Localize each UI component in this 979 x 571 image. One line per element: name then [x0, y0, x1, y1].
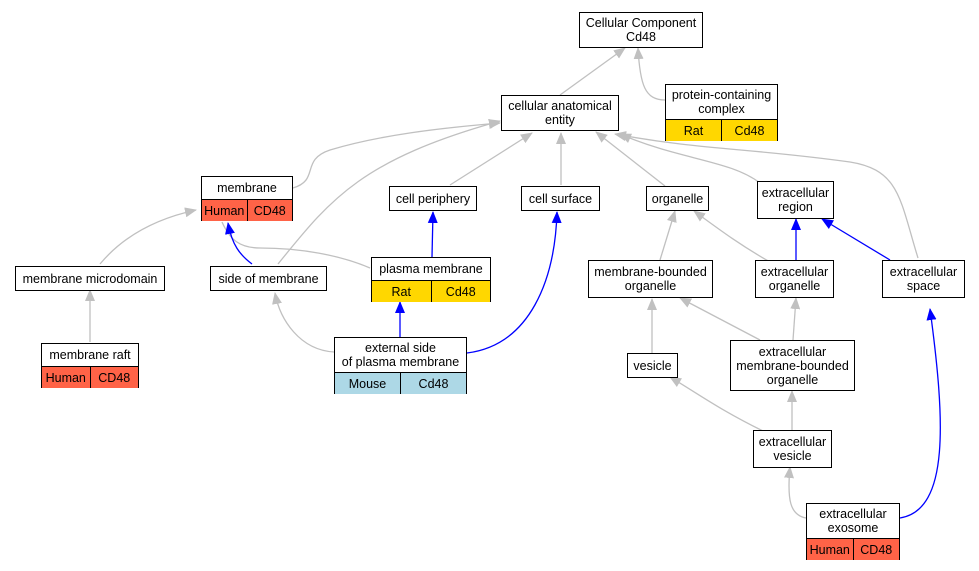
node-label: membrane microdomain [22, 271, 158, 286]
edge-ecmbo-to-mbo [679, 297, 761, 341]
node-label: external side of plasma membrane [341, 341, 460, 369]
node-label: extracellular region [761, 186, 830, 214]
gene-label: Cd48 [721, 120, 777, 141]
node-cell-periphery[interactable]: cell periphery [389, 186, 477, 211]
node-extracellular-membrane-bounded-organelle[interactable]: extracellular membrane-bounded organelle [730, 340, 855, 391]
node-label: plasma membrane [379, 262, 483, 276]
node-extracellular-region[interactable]: extracellular region [757, 181, 834, 219]
node-external-side-plasma-membrane[interactable]: external side of plasma membrane Mouse C… [334, 337, 467, 394]
node-extracellular-exosome[interactable]: extracellular exosome Human CD48 [806, 503, 900, 560]
node-vesicle[interactable]: vesicle [627, 353, 678, 378]
node-label: cell periphery [395, 191, 471, 206]
edge-pcc-to-cc [633, 47, 666, 101]
species-label: Rat [391, 284, 411, 299]
node-label: extracellular organelle [760, 265, 829, 293]
edge-membrane-to-cae [292, 118, 501, 189]
node-label: vesicle [633, 358, 672, 373]
node-label: extracellular membrane-bounded organelle [736, 344, 849, 387]
node-organelle[interactable]: organelle [646, 186, 709, 211]
node-label: Cellular Component Cd48 [585, 16, 697, 44]
edge-ecregion-to-cae [619, 133, 761, 184]
species-label: Human [809, 542, 850, 557]
species-label: Mouse [348, 376, 387, 391]
gene-label: Cd48 [430, 281, 491, 302]
edge-ecvesicle-to-vesicle [669, 376, 766, 433]
edge-exosome-to-ecspace [899, 308, 941, 519]
edge-ecspace-to-ecregion [821, 218, 891, 261]
edge-plasma-to-cellperiphery [427, 211, 438, 258]
edge-exosome-to-ecvesicle [784, 466, 807, 519]
node-membrane-microdomain[interactable]: membrane microdomain [15, 266, 165, 291]
node-label: extracellular vesicle [758, 435, 827, 463]
edge-external-to-side [272, 292, 335, 353]
edge-ecorg-to-organelle [693, 210, 771, 263]
node-protein-containing-complex[interactable]: protein-containing complex Rat Cd48 [665, 84, 778, 141]
node-cell-surface[interactable]: cell surface [521, 186, 600, 211]
node-label: extracellular exosome [819, 507, 887, 535]
node-extracellular-organelle[interactable]: extracellular organelle [755, 260, 834, 298]
edge-mbo-to-organelle [659, 210, 677, 261]
edge-ecmbo-to-ecorg [790, 297, 801, 341]
node-membrane-bounded-organelle[interactable]: membrane-bounded organelle [588, 260, 713, 298]
edge-cae-to-cc [559, 47, 626, 96]
node-label: membrane [217, 181, 277, 195]
species-label: Human [204, 203, 245, 218]
edge-microdomain-to-membrane [99, 207, 197, 265]
node-extracellular-vesicle[interactable]: extracellular vesicle [753, 430, 832, 468]
node-label: membrane-bounded organelle [594, 265, 707, 293]
node-label: organelle [651, 191, 704, 206]
gene-label: CD48 [246, 200, 293, 221]
node-cellular-component[interactable]: Cellular Component Cd48 [579, 12, 703, 48]
gene-label: CD48 [852, 539, 900, 560]
node-label: cellular anatomical entity [508, 99, 612, 127]
edge-sideofmembrane-to-cae [277, 119, 501, 265]
gene-label: CD48 [89, 367, 139, 388]
node-membrane-raft[interactable]: membrane raft Human CD48 [41, 343, 139, 388]
node-cellular-anatomical-entity[interactable]: cellular anatomical entity [501, 95, 619, 131]
edge-side-to-membrane [225, 222, 253, 265]
edge-ecspace-to-cae [614, 131, 919, 259]
species-label: Human [45, 370, 86, 385]
node-label: extracellular space [889, 265, 958, 293]
species-label: Rat [683, 123, 704, 138]
edge-organelle-to-cae [595, 131, 666, 187]
edge-external-to-cellsurface [466, 211, 562, 354]
edge-plasma-to-membrane [221, 221, 371, 269]
node-membrane[interactable]: membrane Human CD48 [201, 176, 293, 221]
node-side-of-membrane[interactable]: side of membrane [210, 266, 327, 291]
gene-label: Cd48 [400, 373, 466, 394]
node-plasma-membrane[interactable]: plasma membrane Rat Cd48 [371, 257, 491, 302]
edge-cellperiphery-to-cae [449, 132, 533, 186]
node-label: cell surface [528, 191, 593, 206]
node-label: side of membrane [218, 271, 319, 286]
node-label: membrane raft [49, 348, 131, 362]
node-extracellular-space[interactable]: extracellular space [882, 260, 965, 298]
node-label: protein-containing complex [671, 88, 772, 116]
